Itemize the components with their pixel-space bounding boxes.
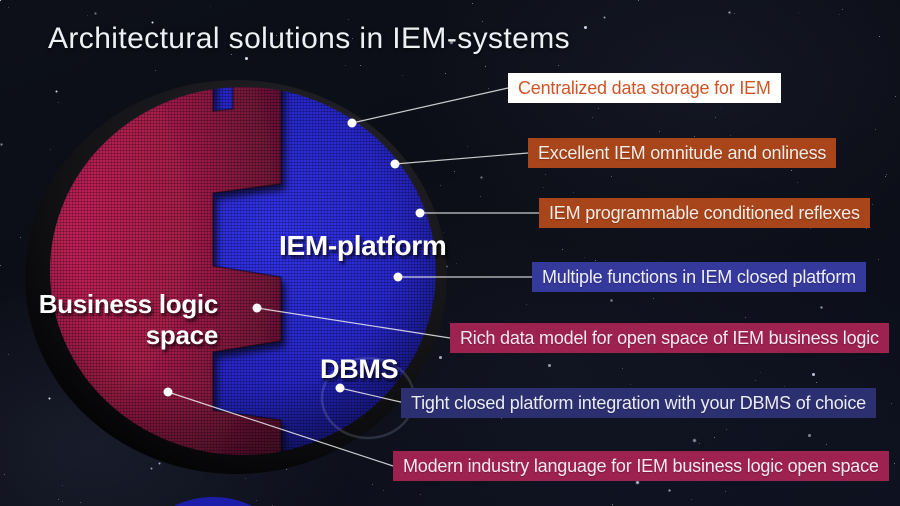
anchor-dot-5 [252,303,262,313]
callout-line-1 [351,87,509,124]
callout-dbms-integration: Tight closed platform integration with y… [401,388,876,418]
callout-conditioned-reflexes: IEM programmable conditioned reflexes [539,198,870,228]
callout-modern-language: Modern industry language for IEM busines… [393,451,889,481]
callout-rich-data-model: Rich data model for open space of IEM bu… [450,323,889,353]
callout-omnitude-onliness: Excellent IEM omnitude and onliness [528,138,837,168]
dbms-label: DBMS [320,354,399,384]
anchor-dot-4 [393,272,403,282]
page-title: Architectural solutions in IEM-systems [48,22,571,55]
callout-line-5 [256,307,451,339]
anchor-dot-3 [415,208,425,218]
callout-line-6 [339,387,406,404]
iem-platform-label: IEM-platform [279,230,447,261]
vignette-overlay [50,87,436,455]
callout-anchor-dots [163,118,425,397]
callout-line-2 [394,152,529,165]
callout-centralized-data-storage: Centralized data storage for IEM [508,73,781,103]
callout-line-7 [167,391,394,467]
business-logic-label-line1: Business logic [38,289,219,319]
anchor-dot-7 [163,387,173,397]
callout-multiple-functions: Multiple functions in IEM closed platfor… [532,262,866,292]
anchor-dot-1 [347,118,357,128]
business-logic-label-line2: space [145,320,219,350]
callout-connectors [167,87,539,467]
business-logic-space-label: Business logic space [0,289,219,351]
bottom-peek-circle [173,497,253,506]
anchor-dot-2 [390,159,400,169]
anchor-dot-6 [335,383,345,393]
